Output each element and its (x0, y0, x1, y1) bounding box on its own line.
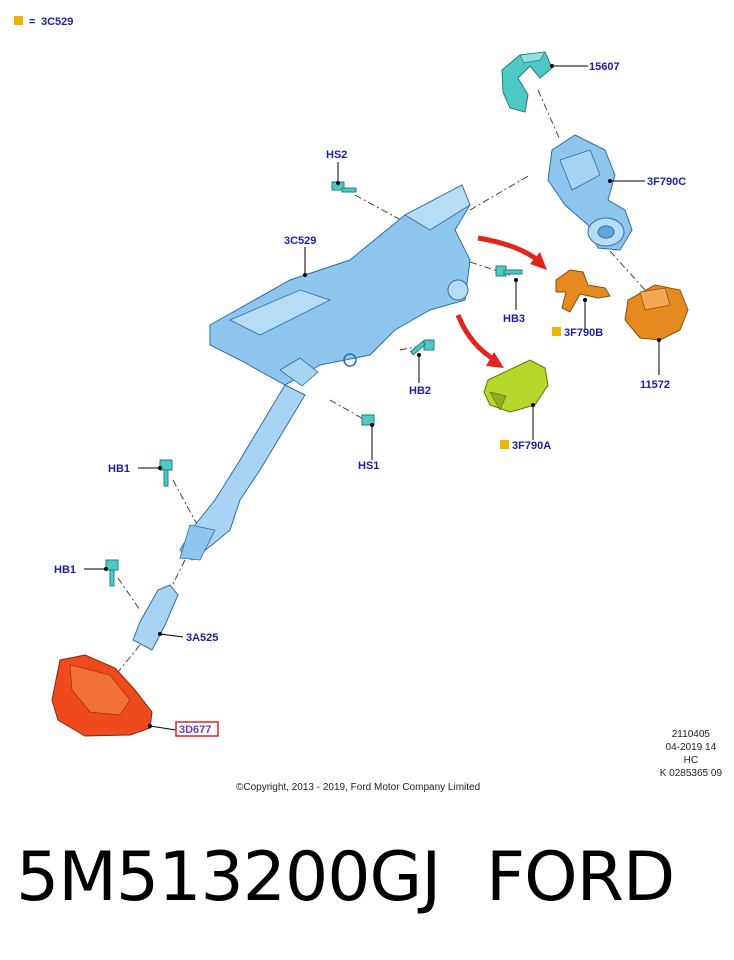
callout-3C529: 3C529 (284, 235, 316, 247)
callout-15607: 15607 (589, 61, 620, 73)
callout-HB1-upper: HB1 (108, 463, 130, 475)
bolt-HB3 (495, 265, 523, 277)
callout-HB3: HB3 (503, 313, 525, 325)
bracket-3F790B (555, 269, 611, 313)
callout-HB2: HB2 (409, 385, 431, 397)
bolt-HS1 (361, 414, 375, 426)
callout-HS2: HS2 (326, 149, 347, 161)
parts-diagram: = 3C529 (14, 16, 689, 737)
meta-line-3: HC (683, 755, 699, 766)
callout-HS1: HS1 (358, 460, 379, 472)
leader-lines (84, 65, 660, 731)
meta-line-4: K 0285365 09 (659, 768, 722, 779)
shroud-3D677 (51, 654, 153, 737)
callout-3F790C: 3F790C (647, 176, 686, 188)
bolt-HB2 (409, 339, 435, 356)
legend-marker-3F790B (552, 327, 561, 336)
bolt-HS2 (331, 181, 357, 193)
part-number: 5M513200GJ (16, 838, 441, 917)
legend-marker-3F790A (500, 440, 509, 449)
highlight-box-3D677 (175, 721, 219, 737)
brand-name: FORD (486, 838, 675, 917)
legend-ref: 3C529 (41, 16, 73, 28)
drawing-meta: 2110405 04-2019 14 HC K 0285365 09 (660, 728, 722, 780)
lower-shaft-3A525 (132, 584, 179, 651)
lock-housing-3F790C (547, 134, 633, 251)
legend-symbol: = (29, 16, 35, 28)
callout-3F790A: 3F790A (512, 440, 551, 452)
meta-line-2: 04-2019 14 (665, 742, 717, 753)
steering-column-3C529 (179, 184, 471, 561)
meta-line-1: 2110405 (671, 729, 710, 740)
bracket-15607 (501, 51, 553, 113)
legend-swatch (14, 16, 23, 25)
callout-11572: 11572 (640, 379, 670, 391)
copyright-notice: ©Copyright, 2013 - 2019, Ford Motor Comp… (236, 782, 481, 793)
switch-3F790A (483, 359, 549, 413)
movement-arrows (455, 235, 542, 363)
lock-actuator-11572 (624, 284, 689, 341)
callout-HB1-lower: HB1 (54, 564, 76, 576)
bolt-HB1-upper (159, 459, 173, 487)
callout-3F790B: 3F790B (564, 327, 603, 339)
bolt-HB1-lower (105, 559, 119, 587)
callout-3D677: 3D677 (179, 724, 211, 736)
callout-3A525: 3A525 (186, 632, 218, 644)
